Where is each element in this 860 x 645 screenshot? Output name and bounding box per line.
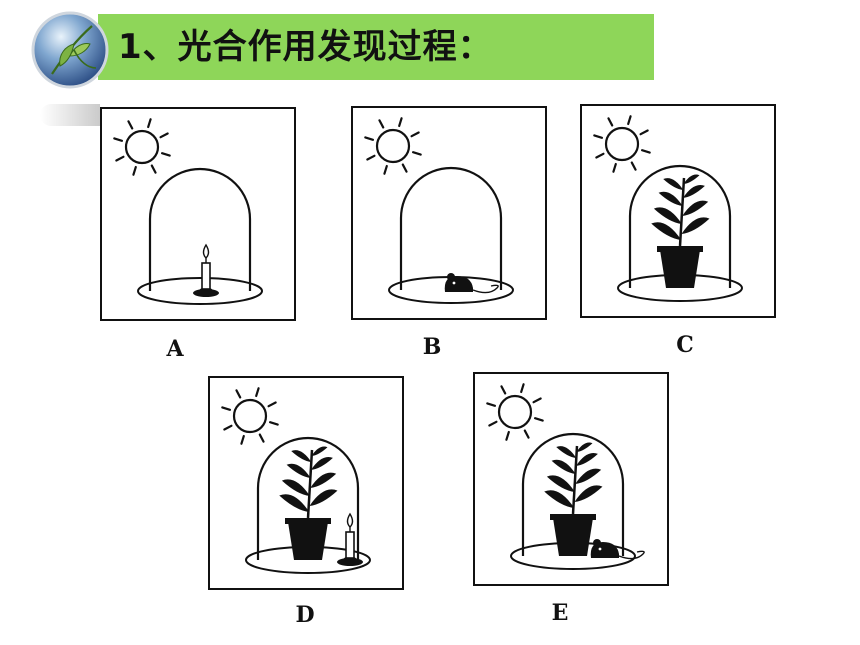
experiment-panel-a <box>100 107 296 321</box>
experiment-panel-d <box>208 376 404 590</box>
sun-icon <box>593 115 651 173</box>
experiment-label-e: E <box>551 600 569 626</box>
experiment-panel-b <box>351 106 547 320</box>
experiment-panel-c <box>580 104 776 318</box>
potted-plant-icon <box>651 174 710 288</box>
sun-icon <box>486 383 544 441</box>
title-bar <box>98 14 654 80</box>
candle-icon <box>193 243 219 297</box>
experiment-label-a: A <box>166 336 184 362</box>
sun-icon <box>364 117 422 175</box>
experiment-illustration-d <box>221 387 371 574</box>
experiment-illustration-c <box>593 115 743 302</box>
mouse-icon <box>590 539 645 560</box>
mouse-icon <box>444 273 499 294</box>
potted-plant-icon <box>544 442 603 556</box>
sun-icon <box>221 387 279 445</box>
experiment-label-d: D <box>295 602 315 628</box>
experiment-label-c: C <box>676 332 694 358</box>
candle-icon <box>337 512 363 566</box>
sun-icon <box>113 118 171 176</box>
title-shadow <box>40 104 100 126</box>
potted-plant-icon <box>279 446 338 560</box>
experiment-illustration-e <box>486 383 645 570</box>
experiment-illustration-b <box>364 117 514 304</box>
experiment-label-b: B <box>422 334 442 360</box>
globe-with-leaf-icon <box>31 11 109 89</box>
slide-title: 1、光合作用发现过程： <box>118 27 493 67</box>
experiment-illustration-a <box>113 118 263 305</box>
bell-jar-icon <box>137 167 263 305</box>
experiment-panel-e <box>473 372 669 586</box>
